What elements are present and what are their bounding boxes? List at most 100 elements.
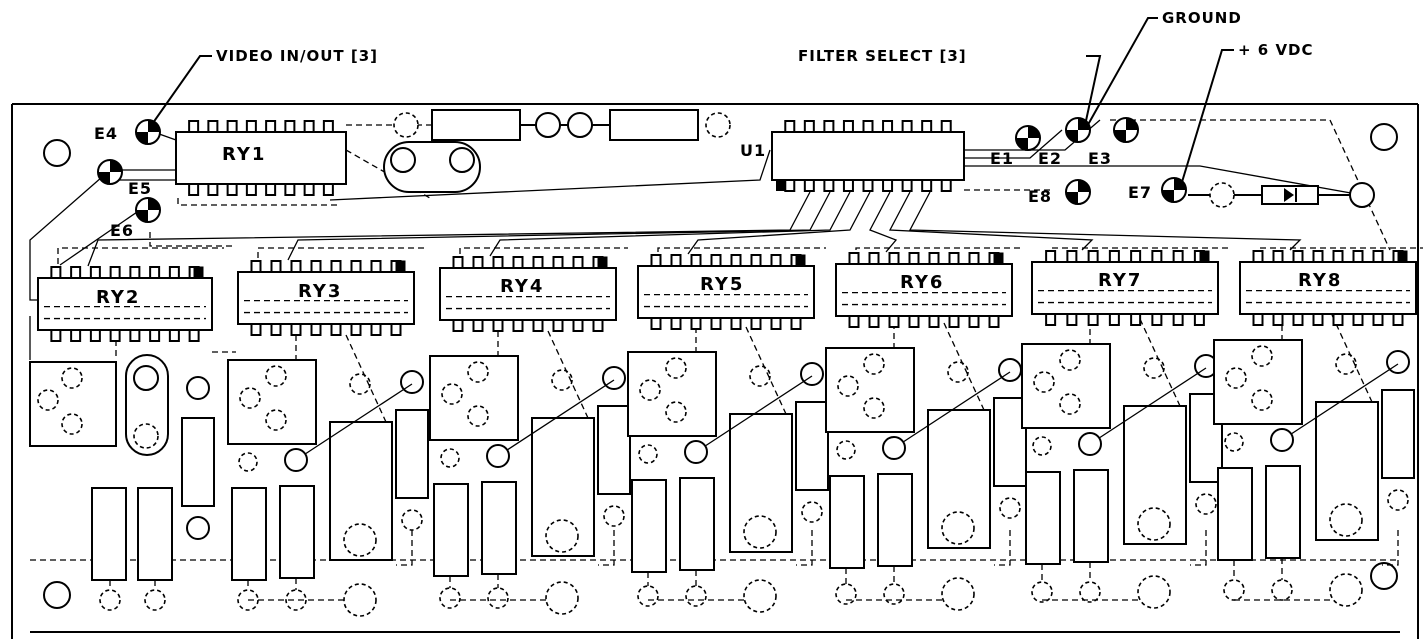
vdc-callout: + 6 VDC bbox=[1238, 41, 1314, 59]
pad bbox=[637, 585, 659, 607]
chip-pin bbox=[452, 319, 464, 332]
mounting-hole bbox=[43, 581, 71, 609]
chip-pin bbox=[512, 319, 524, 332]
trace bbox=[687, 191, 871, 255]
chip-pin bbox=[1151, 250, 1163, 263]
pad bbox=[535, 112, 561, 138]
pad bbox=[390, 147, 416, 173]
pad bbox=[487, 587, 509, 609]
terminal-quadrant bbox=[1174, 178, 1186, 190]
pad bbox=[1209, 182, 1235, 208]
pad bbox=[705, 112, 731, 138]
resistor-vertical bbox=[1217, 467, 1253, 561]
pad bbox=[1225, 367, 1247, 389]
resistor-vertical bbox=[91, 487, 127, 581]
chip-pin bbox=[322, 120, 334, 133]
pad bbox=[186, 516, 210, 540]
pad bbox=[449, 147, 475, 173]
chip-pin bbox=[207, 120, 219, 133]
chip-pin bbox=[50, 266, 62, 279]
chip-pin bbox=[149, 266, 161, 279]
chip-pin bbox=[730, 317, 742, 330]
pad bbox=[749, 365, 771, 387]
terminal-quadrant bbox=[1078, 118, 1090, 130]
terminal-quadrant bbox=[136, 132, 148, 144]
relay-ry2 bbox=[37, 266, 213, 342]
chip-pin bbox=[207, 183, 219, 196]
chip-pin bbox=[250, 260, 262, 273]
resistor-vertical bbox=[181, 417, 215, 507]
pad bbox=[999, 497, 1021, 519]
ic-chips bbox=[37, 120, 1417, 342]
chip-pin bbox=[690, 254, 702, 267]
resistor-vertical bbox=[279, 485, 315, 579]
chip-pin bbox=[948, 252, 960, 265]
resistor-vertical bbox=[1189, 393, 1223, 483]
chip-pin bbox=[188, 183, 200, 196]
pad bbox=[863, 353, 885, 375]
terminal-label-e6: E6 bbox=[110, 221, 134, 240]
pad bbox=[441, 383, 463, 405]
chip-pin bbox=[1292, 313, 1304, 326]
chip-pin bbox=[250, 323, 262, 336]
trace bbox=[855, 247, 1024, 250]
relay-ry8 bbox=[1239, 250, 1417, 326]
chip-pin bbox=[790, 317, 802, 330]
trace bbox=[1382, 530, 1399, 566]
chip-pin bbox=[750, 254, 762, 267]
trace bbox=[1190, 530, 1207, 566]
pad bbox=[439, 587, 461, 609]
chip-pin bbox=[803, 120, 815, 133]
trace bbox=[489, 191, 851, 257]
filter-section bbox=[227, 334, 429, 617]
chip-pin bbox=[770, 254, 782, 267]
chip-pin bbox=[650, 317, 662, 330]
chip-body bbox=[835, 263, 1013, 317]
chip-pin bbox=[129, 329, 141, 342]
chip-label-ry8: RY8 bbox=[1298, 270, 1342, 291]
pad bbox=[551, 369, 573, 391]
u1-pin1-marker bbox=[776, 180, 785, 191]
terminal-label-e3: E3 bbox=[1088, 149, 1112, 168]
pin1-marker bbox=[795, 254, 806, 267]
pad bbox=[343, 523, 377, 557]
chip-pin bbox=[109, 266, 121, 279]
terminal-label-e4: E4 bbox=[94, 124, 118, 143]
chip-pin bbox=[1332, 313, 1344, 326]
chip-pin bbox=[842, 179, 854, 192]
chip-pin bbox=[940, 120, 952, 133]
filter-section bbox=[1021, 318, 1223, 609]
pad bbox=[343, 583, 377, 617]
pad bbox=[61, 413, 83, 435]
filter-section bbox=[1213, 314, 1415, 607]
pad bbox=[284, 448, 308, 472]
chip-label-ry7: RY7 bbox=[1098, 270, 1142, 291]
pad bbox=[99, 589, 121, 611]
resistor-vertical bbox=[137, 487, 173, 581]
video-leader bbox=[147, 55, 212, 131]
chip-pin bbox=[1272, 313, 1284, 326]
pad bbox=[1223, 579, 1245, 601]
chip-pin bbox=[921, 120, 933, 133]
chip-pin bbox=[50, 329, 62, 342]
chip-pin bbox=[1352, 250, 1364, 263]
chip-pin bbox=[848, 252, 860, 265]
trace bbox=[958, 129, 1063, 159]
terminal-label-e5: E5 bbox=[128, 179, 152, 198]
resistor-vertical bbox=[829, 475, 865, 569]
chip-pin bbox=[592, 319, 604, 332]
pad bbox=[1195, 493, 1217, 515]
filter-section bbox=[429, 330, 631, 615]
terminal-marker bbox=[1113, 117, 1139, 143]
trace bbox=[57, 247, 224, 264]
resistor-vertical bbox=[481, 481, 517, 575]
trace bbox=[257, 247, 426, 258]
chip-pin bbox=[670, 254, 682, 267]
chip-pin bbox=[1392, 313, 1404, 326]
chip-label-ry1: RY1 bbox=[222, 144, 266, 165]
chip-pin bbox=[1372, 250, 1384, 263]
chip-pin bbox=[862, 120, 874, 133]
chip-pin bbox=[149, 329, 161, 342]
trace bbox=[547, 330, 589, 419]
chip-pin bbox=[908, 315, 920, 328]
